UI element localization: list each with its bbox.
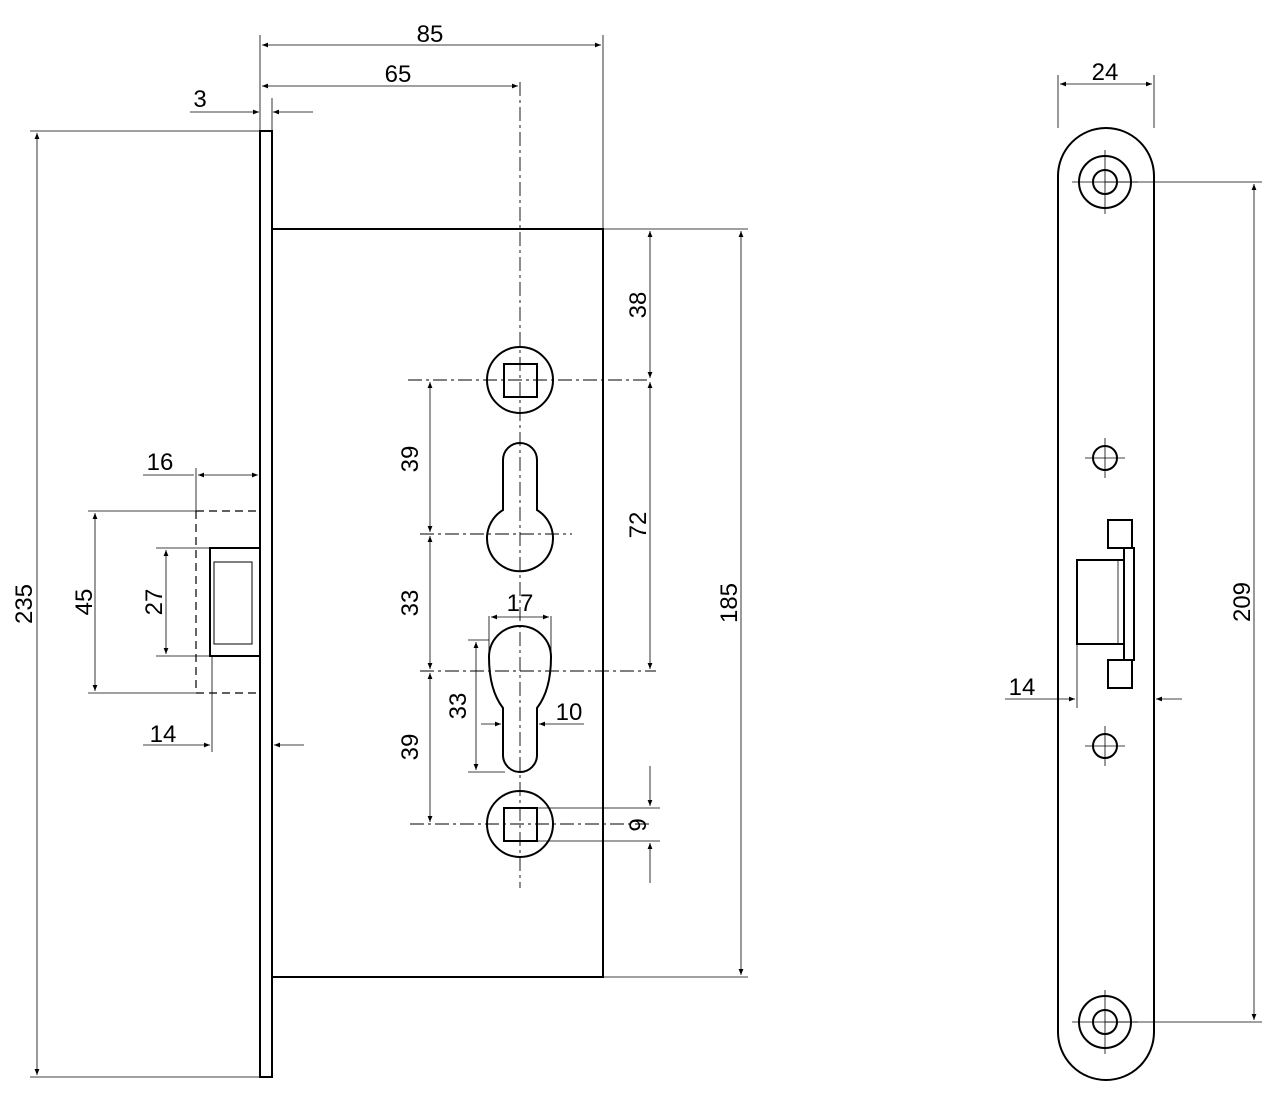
dim-cylinder-width: 17 [507,590,534,617]
dim-latch-height: 27 [141,589,168,616]
dim-cylinder-neck: 10 [556,699,583,726]
dim-handle-to-keyhole: 39 [397,446,424,473]
strike-plate [1057,127,1155,1081]
strike-mount-hole-lower [1085,726,1125,766]
dim-keyhole-to-cylinder: 33 [397,590,424,617]
latch-bolt [195,510,261,694]
strike-mount-hole-upper [1085,438,1125,478]
lock-body-view: 85 65 3 235 45 27 16 14 [11,21,748,1078]
dim-strike-latch-offset: 14 [1009,674,1036,701]
dim-strike-hole-distance: 209 [1229,582,1256,622]
dim-latch-projection: 16 [147,449,174,476]
dim-lock-depth: 85 [417,21,444,48]
handle-spindle-upper [408,346,650,414]
faceplate [259,130,273,1078]
dim-backset: 65 [385,61,412,88]
dim-cylinder-inner-height: 33 [445,693,472,720]
dim-handle-top-offset: 38 [625,292,652,319]
lock-case [271,228,604,978]
dim-latch-opening: 45 [71,589,98,616]
dim-total-height: 235 [11,584,38,624]
dim-cylinder-to-spindle: 39 [397,734,424,761]
dim-latch-offset: 14 [150,721,177,748]
dim-case-height: 185 [716,583,743,623]
strike-latch-opening [1076,519,1135,689]
dim-handle-spindle-distance: 72 [625,512,652,539]
cylinder-hole [420,625,656,773]
dim-lower-square: 9 [625,818,652,831]
dim-faceplate-thickness: 3 [193,86,206,113]
dim-strike-width: 24 [1092,59,1119,86]
keyhole [420,442,572,573]
strike-plate-view: 24 209 14 [1005,59,1262,1081]
spindle-lower [410,790,650,858]
